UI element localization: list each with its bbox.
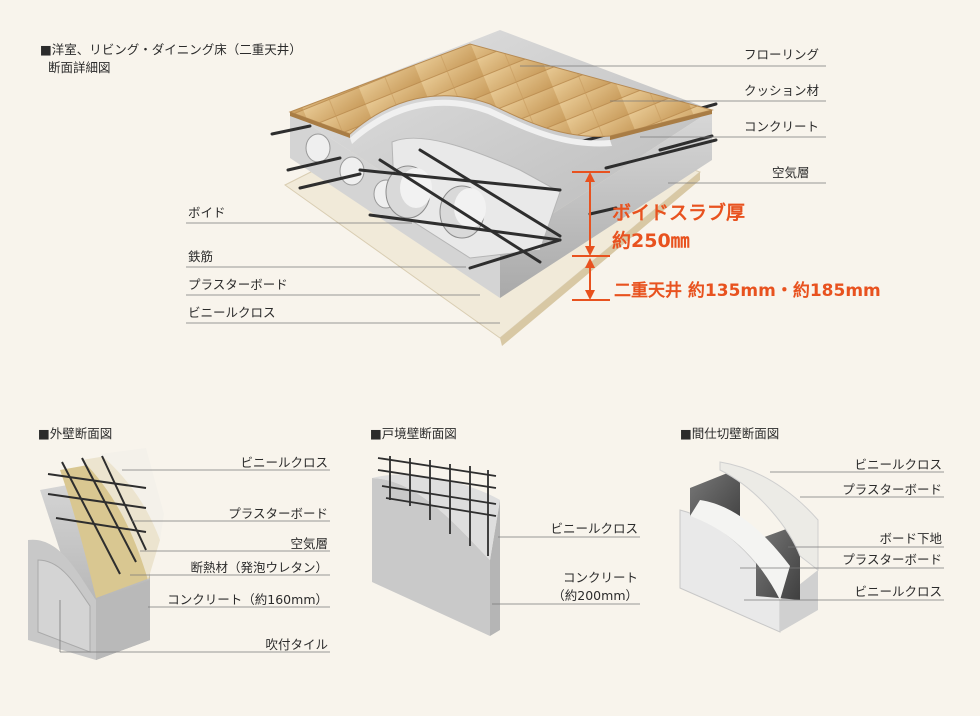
partition-wall-title: ■間仕切壁断面図 xyxy=(680,426,780,441)
party-wall-label-thickness: （約200mm） xyxy=(552,588,638,603)
slab-thickness-value: 約250㎜ xyxy=(612,230,690,252)
slab-dimension xyxy=(572,171,610,301)
party-wall-label-concrete: コンクリート xyxy=(562,570,638,585)
outer-wall-label-air-layer: 空気層 xyxy=(290,536,328,551)
party-wall-illustration xyxy=(372,456,500,636)
wood-flooring xyxy=(288,43,714,137)
floor-label-vinyl-cloth: ビニールクロス xyxy=(188,305,276,320)
outer-wall-label-vinyl-cloth: ビニールクロス xyxy=(240,455,328,470)
party-wall-title: ■戸境壁断面図 xyxy=(370,426,457,441)
outer-wall-label-insulation: 断熱材（発泡ウレタン） xyxy=(190,560,328,575)
outer-wall-illustration xyxy=(28,448,164,660)
floor-label-cushion: クッション材 xyxy=(744,83,820,98)
floor-subtitle: 断面詳細図 xyxy=(48,60,111,75)
floor-slab-illustration xyxy=(270,30,718,346)
party-wall-label-vinyl-cloth: ビニールクロス xyxy=(550,521,638,536)
partition-wall-label-plaster-board-2: プラスターボード xyxy=(842,552,942,567)
outer-wall-title: ■外壁断面図 xyxy=(38,426,113,441)
floor-label-air-layer: 空気層 xyxy=(772,165,810,180)
floor-label-rebar: 鉄筋 xyxy=(188,249,214,264)
partition-wall-label-vinyl-cloth-2: ビニールクロス xyxy=(854,584,942,599)
double-ceiling-label: 二重天井 約135mm・約185mm xyxy=(614,281,881,301)
outer-wall-label-spray-tile: 吹付タイル xyxy=(265,637,328,652)
partition-wall-label-board-base: ボード下地 xyxy=(879,531,942,546)
outer-wall-label-concrete: コンクリート（約160mm） xyxy=(167,592,328,607)
outer-wall-label-plaster-board: プラスターボード xyxy=(228,506,328,521)
floor-label-concrete: コンクリート xyxy=(744,119,820,134)
floor-label-flooring: フローリング xyxy=(744,47,820,62)
party-wall-leader-lines xyxy=(492,536,640,605)
outer-wall-leader-lines xyxy=(59,469,330,653)
floor-label-plaster-board: プラスターボード xyxy=(188,277,288,292)
slab-thickness-label: ボイドスラブ厚 xyxy=(612,202,746,224)
concrete-slab-side xyxy=(500,110,712,298)
floor-leader-lines xyxy=(186,65,826,324)
floor-label-void: ボイド xyxy=(188,205,226,220)
partition-wall-illustration xyxy=(679,461,819,633)
partition-wall-label-plaster-board-1: プラスターボード xyxy=(842,482,942,497)
partition-wall-leader-lines xyxy=(740,471,944,601)
floor-title: ■洋室、リビング・ダイニング床（二重天井） xyxy=(40,42,302,57)
partition-wall-label-vinyl-cloth-1: ビニールクロス xyxy=(854,457,942,472)
